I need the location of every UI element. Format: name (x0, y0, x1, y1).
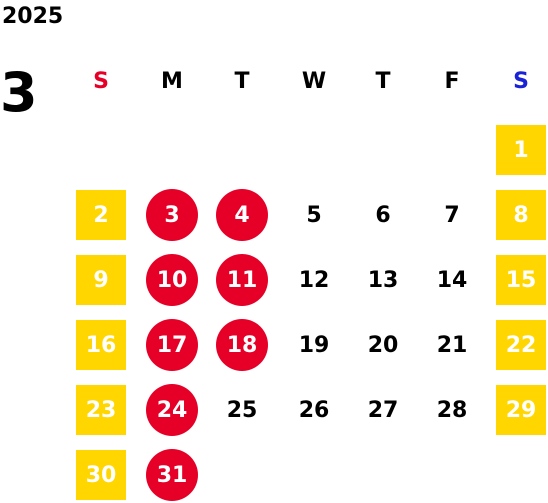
weekday-header: S (93, 68, 109, 94)
day-number-highlight-square: 16 (76, 320, 126, 370)
day-number-highlight-circle: 3 (146, 189, 198, 241)
day-number: 27 (367, 397, 399, 423)
day-cell[interactable]: 6 (348, 190, 418, 240)
day-number: 5 (306, 202, 322, 228)
weekday-header: T (234, 68, 250, 94)
day-cell[interactable]: 30 (66, 450, 136, 500)
day-cell[interactable]: 20 (348, 320, 418, 370)
day-cell[interactable]: 22 (486, 320, 548, 370)
day-cell[interactable]: 27 (348, 385, 418, 435)
day-number-highlight-square: 1 (496, 125, 546, 175)
day-number-highlight-circle: 17 (146, 319, 198, 371)
day-cell[interactable]: 13 (348, 255, 418, 305)
day-number-highlight-circle: 18 (216, 319, 268, 371)
day-cell[interactable]: 25 (207, 385, 277, 435)
day-cell[interactable]: 24 (137, 384, 207, 436)
day-cell[interactable]: 7 (417, 190, 487, 240)
day-number-highlight-circle: 31 (146, 449, 198, 501)
day-cell[interactable]: 12 (279, 255, 349, 305)
day-cell[interactable]: 2 (66, 190, 136, 240)
day-number: 13 (367, 267, 399, 293)
day-number-highlight-square: 30 (76, 450, 126, 500)
weekday-header: M (161, 68, 183, 94)
day-number: 7 (444, 202, 460, 228)
day-number: 19 (298, 332, 330, 358)
day-cell[interactable]: 21 (417, 320, 487, 370)
day-cell[interactable]: 31 (137, 449, 207, 501)
day-cell[interactable]: 26 (279, 385, 349, 435)
day-cell[interactable]: 19 (279, 320, 349, 370)
day-number-highlight-square: 23 (76, 385, 126, 435)
day-cell[interactable]: 28 (417, 385, 487, 435)
day-cell[interactable]: 18 (207, 319, 277, 371)
day-number-highlight-circle: 11 (216, 254, 268, 306)
year-label: 2025 (2, 4, 64, 29)
day-cell[interactable]: 17 (137, 319, 207, 371)
day-cell[interactable]: 11 (207, 254, 277, 306)
day-number-highlight-square: 8 (496, 190, 546, 240)
day-number-highlight-square: 29 (496, 385, 546, 435)
day-cell[interactable]: 15 (486, 255, 548, 305)
day-cell[interactable]: 5 (279, 190, 349, 240)
day-number-highlight-square: 9 (76, 255, 126, 305)
day-number: 12 (298, 267, 330, 293)
day-cell[interactable]: 10 (137, 254, 207, 306)
day-number: 20 (367, 332, 399, 358)
day-cell[interactable]: 1 (486, 125, 548, 175)
day-number-highlight-square: 22 (496, 320, 546, 370)
day-number: 28 (436, 397, 468, 423)
day-cell[interactable]: 4 (207, 189, 277, 241)
day-number: 26 (298, 397, 330, 423)
weekday-header: T (375, 68, 391, 94)
day-cell[interactable]: 9 (66, 255, 136, 305)
day-cell[interactable]: 29 (486, 385, 548, 435)
day-cell[interactable]: 3 (137, 189, 207, 241)
weekday-header: W (301, 68, 327, 94)
weekday-header: F (444, 68, 460, 94)
day-number-highlight-circle: 10 (146, 254, 198, 306)
day-number: 25 (226, 397, 258, 423)
day-number-highlight-circle: 24 (146, 384, 198, 436)
day-cell[interactable]: 23 (66, 385, 136, 435)
day-number-highlight-square: 15 (496, 255, 546, 305)
day-cell[interactable]: 16 (66, 320, 136, 370)
day-number-highlight-square: 2 (76, 190, 126, 240)
day-cell[interactable]: 8 (486, 190, 548, 240)
day-number: 6 (375, 202, 391, 228)
weekday-header: S (513, 68, 529, 94)
month-number: 3 (0, 61, 38, 124)
day-number-highlight-circle: 4 (216, 189, 268, 241)
day-number: 14 (436, 267, 468, 293)
day-number: 21 (436, 332, 468, 358)
day-cell[interactable]: 14 (417, 255, 487, 305)
